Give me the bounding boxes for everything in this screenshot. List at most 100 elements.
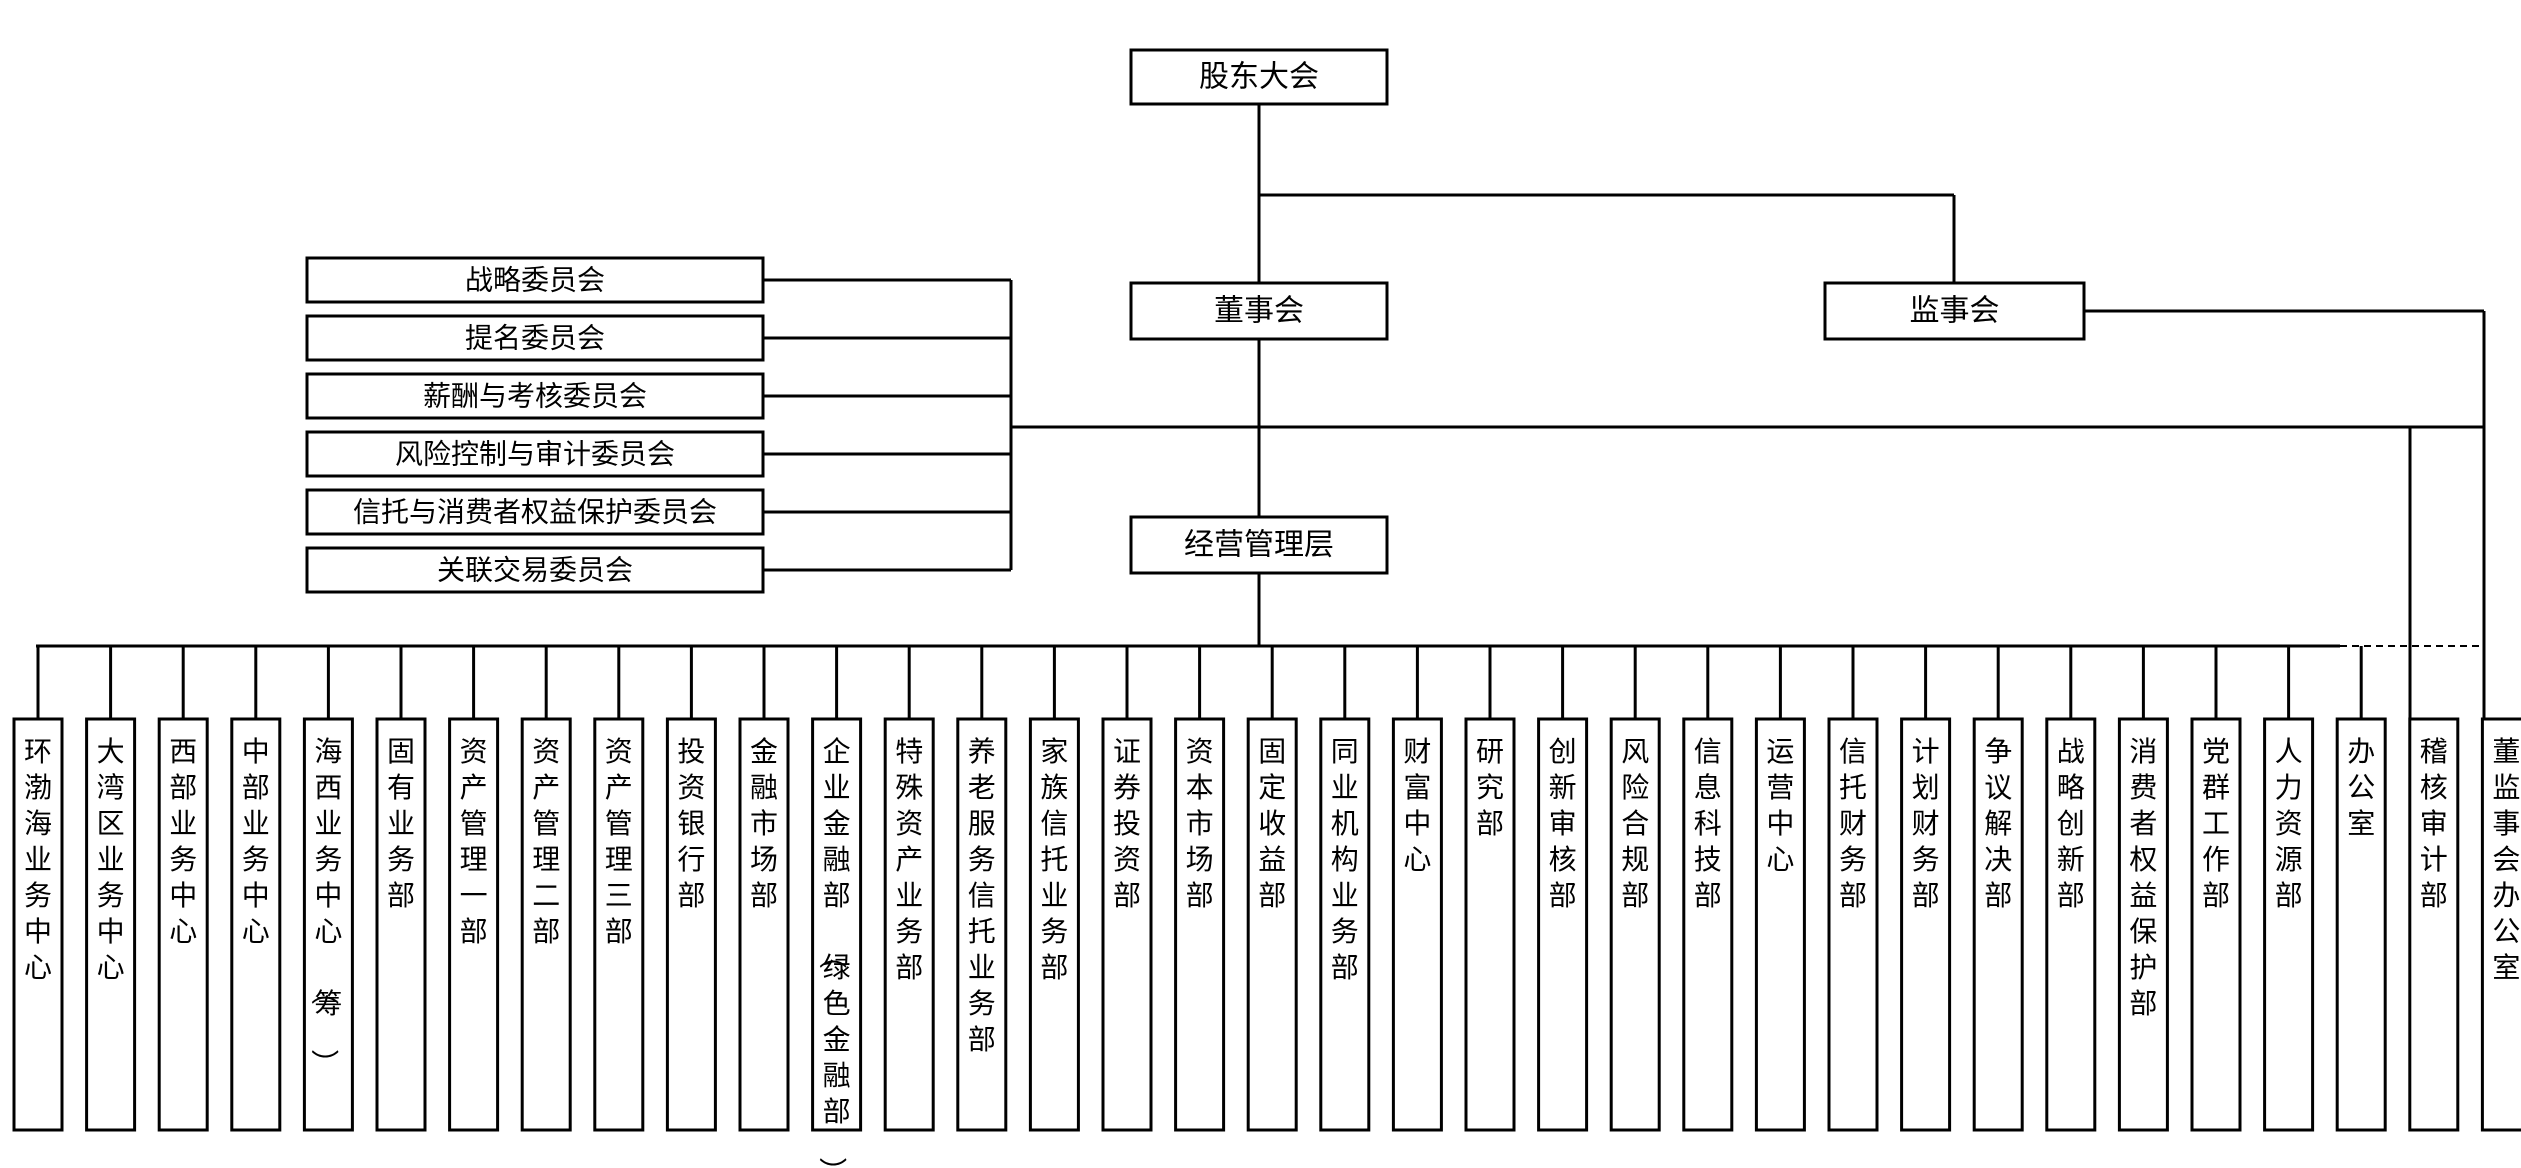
department-box-20-frame bbox=[1464, 717, 1516, 1132]
committee-box-5: 关联交易委员会 bbox=[305, 546, 765, 594]
department-box-3-label: 中部业务中心 bbox=[242, 735, 270, 948]
department-box-10: 金融市场部 bbox=[738, 717, 790, 1132]
department-box-18-frame bbox=[1319, 717, 1371, 1132]
department-box-20: 研究部 bbox=[1464, 717, 1516, 1132]
department-box-25-label: 信托财务部 bbox=[1839, 735, 1867, 912]
department-box-25-frame bbox=[1827, 717, 1879, 1132]
department-box-22: 风险合规部 bbox=[1609, 717, 1661, 1132]
department-box-34-label: 董监事会办公室 bbox=[2492, 735, 2520, 984]
department-box-32-frame bbox=[2335, 717, 2387, 1132]
department-box-17-frame bbox=[1246, 717, 1298, 1132]
department-box-17-label: 固定收益部 bbox=[1258, 735, 1286, 912]
shareholders-box-frame bbox=[1129, 48, 1389, 106]
board-box-frame bbox=[1129, 281, 1389, 341]
board-box-label: 董事会 bbox=[1214, 294, 1304, 329]
department-box-28-label: 战略创新部 bbox=[2057, 735, 2085, 912]
department-box-10-label: 金融市场部 bbox=[750, 735, 778, 912]
department-box-14-frame bbox=[1028, 717, 1080, 1132]
department-box-11-frame bbox=[811, 717, 863, 1132]
committee-box-0-label: 战略委员会 bbox=[465, 264, 605, 297]
department-box-32: 办公室 bbox=[2335, 717, 2387, 1132]
department-box-19-label: 财富中心 bbox=[1403, 735, 1431, 876]
department-box-2: 西部业务中心 bbox=[157, 717, 209, 1132]
department-box-33-frame bbox=[2408, 717, 2460, 1132]
department-box-6-label: 资产管理一部 bbox=[460, 735, 488, 948]
committee-box-3-frame bbox=[305, 430, 765, 478]
department-box-22-label: 风险合规部 bbox=[1621, 735, 1649, 912]
department-box-33-label: 稽核审计部 bbox=[2420, 735, 2448, 912]
department-box-26-label: 计划财务部 bbox=[1912, 735, 1940, 912]
department-box-8-label: 资产管理三部 bbox=[605, 735, 633, 948]
department-box-27-label: 争议解决部 bbox=[1984, 735, 2012, 912]
department-box-13: 养老服务信托业务部 bbox=[956, 717, 1008, 1132]
department-box-16: 资本市场部 bbox=[1174, 717, 1226, 1132]
department-box-13-frame bbox=[956, 717, 1008, 1132]
department-box-34: 董监事会办公室 bbox=[2480, 717, 2521, 1132]
department-box-2-frame bbox=[157, 717, 209, 1132]
committee-box-4-label: 信托与消费者权益保护委员会 bbox=[353, 496, 717, 529]
department-box-5-label: 固有业务部 bbox=[387, 735, 415, 912]
department-box-32-label: 办公室 bbox=[2347, 735, 2375, 840]
department-box-23: 信息科技部 bbox=[1682, 717, 1734, 1132]
department-box-28: 战略创新部 bbox=[2045, 717, 2097, 1132]
department-box-21: 创新审核部 bbox=[1537, 717, 1589, 1132]
department-box-0: 环渤海业务中心 bbox=[12, 717, 64, 1132]
department-box-27-frame bbox=[1972, 717, 2024, 1132]
committee-box-2-frame bbox=[305, 372, 765, 420]
department-box-1-label: 大湾区业务中心 bbox=[97, 735, 125, 984]
department-box-12-frame bbox=[883, 717, 935, 1132]
department-box-9: 投资银行部 bbox=[665, 717, 717, 1132]
department-box-6: 资产管理一部 bbox=[448, 717, 500, 1132]
department-box-3-frame bbox=[230, 717, 282, 1132]
department-box-18-label: 同业机构业务部 bbox=[1331, 735, 1359, 984]
management-box-frame bbox=[1129, 515, 1389, 575]
department-box-11: 企业金融部（绿色金融部） bbox=[811, 717, 863, 1168]
department-box-28-frame bbox=[2045, 717, 2097, 1132]
department-box-16-label: 资本市场部 bbox=[1186, 735, 1214, 912]
department-box-1-frame bbox=[85, 717, 137, 1132]
department-box-15-frame bbox=[1101, 717, 1153, 1132]
department-box-10-frame bbox=[738, 717, 790, 1132]
department-box-23-label: 信息科技部 bbox=[1694, 735, 1722, 912]
department-box-9-label: 投资银行部 bbox=[677, 735, 705, 912]
department-box-31: 人力资源部 bbox=[2263, 717, 2315, 1132]
department-box-18: 同业机构业务部 bbox=[1319, 717, 1371, 1132]
department-box-17: 固定收益部 bbox=[1246, 717, 1298, 1132]
department-box-29-label: 消费者权益保护部 bbox=[2129, 735, 2157, 1020]
department-box-15: 证券投资部 bbox=[1101, 717, 1153, 1132]
department-box-29: 消费者权益保护部 bbox=[2117, 717, 2169, 1132]
committee-box-1: 提名委员会 bbox=[305, 314, 765, 362]
committee-box-0-frame bbox=[305, 256, 765, 304]
department-box-20-label: 研究部 bbox=[1476, 735, 1504, 840]
committee-box-5-label: 关联交易委员会 bbox=[437, 554, 633, 587]
department-box-7-frame bbox=[520, 717, 572, 1132]
org-boxes: 环渤海业务中心 大湾区业务中心 西部业务中心 中部业务中心 海西业务中心（筹） 固有业务部… bbox=[12, 48, 2521, 1168]
department-box-13-label: 养老服务信托业务部 bbox=[968, 735, 996, 1056]
supervisors-box-frame bbox=[1823, 281, 2086, 341]
department-box-2-label: 西部业务中心 bbox=[169, 735, 197, 948]
department-box-0-frame bbox=[12, 717, 64, 1132]
department-box-19-frame bbox=[1391, 717, 1443, 1132]
department-box-12-label: 特殊资产业务部 bbox=[895, 735, 923, 984]
management-box-label: 经营管理层 bbox=[1184, 528, 1334, 563]
department-box-8-frame bbox=[593, 717, 645, 1132]
department-box-4-label: 海西业务中心（筹） bbox=[307, 735, 342, 1077]
department-box-30-frame bbox=[2190, 717, 2242, 1132]
department-box-34-frame bbox=[2480, 717, 2521, 1132]
department-box-14: 家族信托业务部 bbox=[1028, 717, 1080, 1132]
department-box-4: 海西业务中心（筹） bbox=[302, 717, 354, 1132]
shareholders-box-label: 股东大会 bbox=[1199, 60, 1319, 95]
department-box-21-frame bbox=[1537, 717, 1589, 1132]
department-box-22-frame bbox=[1609, 717, 1661, 1132]
department-box-3: 中部业务中心 bbox=[230, 717, 282, 1132]
department-box-7: 资产管理二部 bbox=[520, 717, 572, 1132]
department-box-29-frame bbox=[2117, 717, 2169, 1132]
department-box-6-frame bbox=[448, 717, 500, 1132]
department-box-0-label: 环渤海业务中心 bbox=[24, 735, 52, 984]
department-box-11-label: 企业金融部（绿色金融部） bbox=[816, 735, 851, 1168]
committee-box-1-frame bbox=[305, 314, 765, 362]
department-box-23-frame bbox=[1682, 717, 1734, 1132]
department-box-12: 特殊资产业务部 bbox=[883, 717, 935, 1132]
department-box-25: 信托财务部 bbox=[1827, 717, 1879, 1132]
